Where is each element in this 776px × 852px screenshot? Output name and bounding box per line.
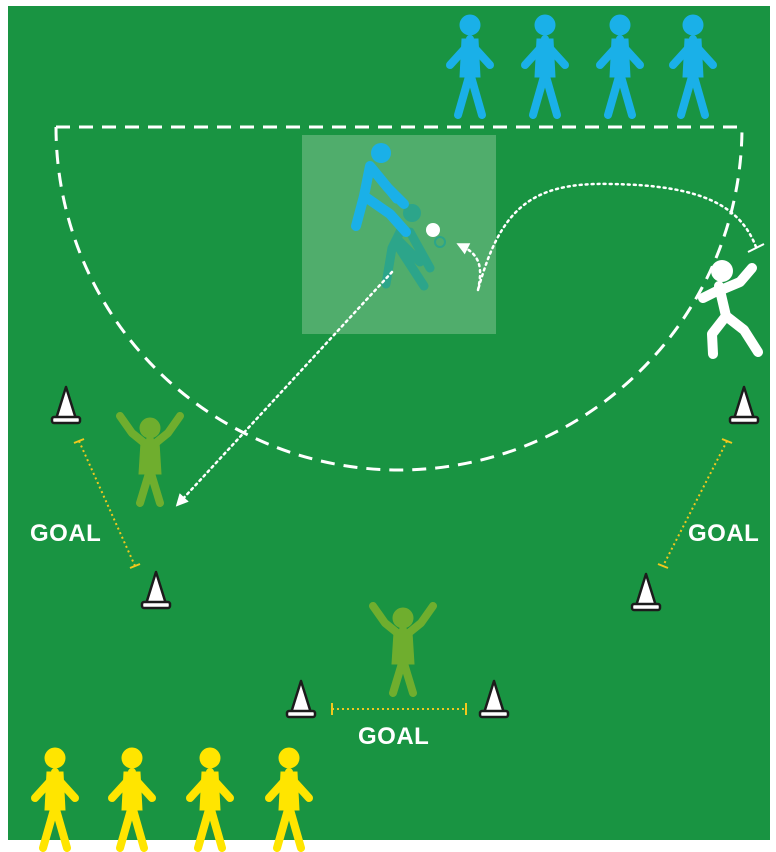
goal-label-left: GOAL <box>30 520 101 547</box>
goal-label-bottom: GOAL <box>358 723 429 750</box>
ball-icon <box>426 223 440 237</box>
goal-label-right: GOAL <box>688 520 759 547</box>
